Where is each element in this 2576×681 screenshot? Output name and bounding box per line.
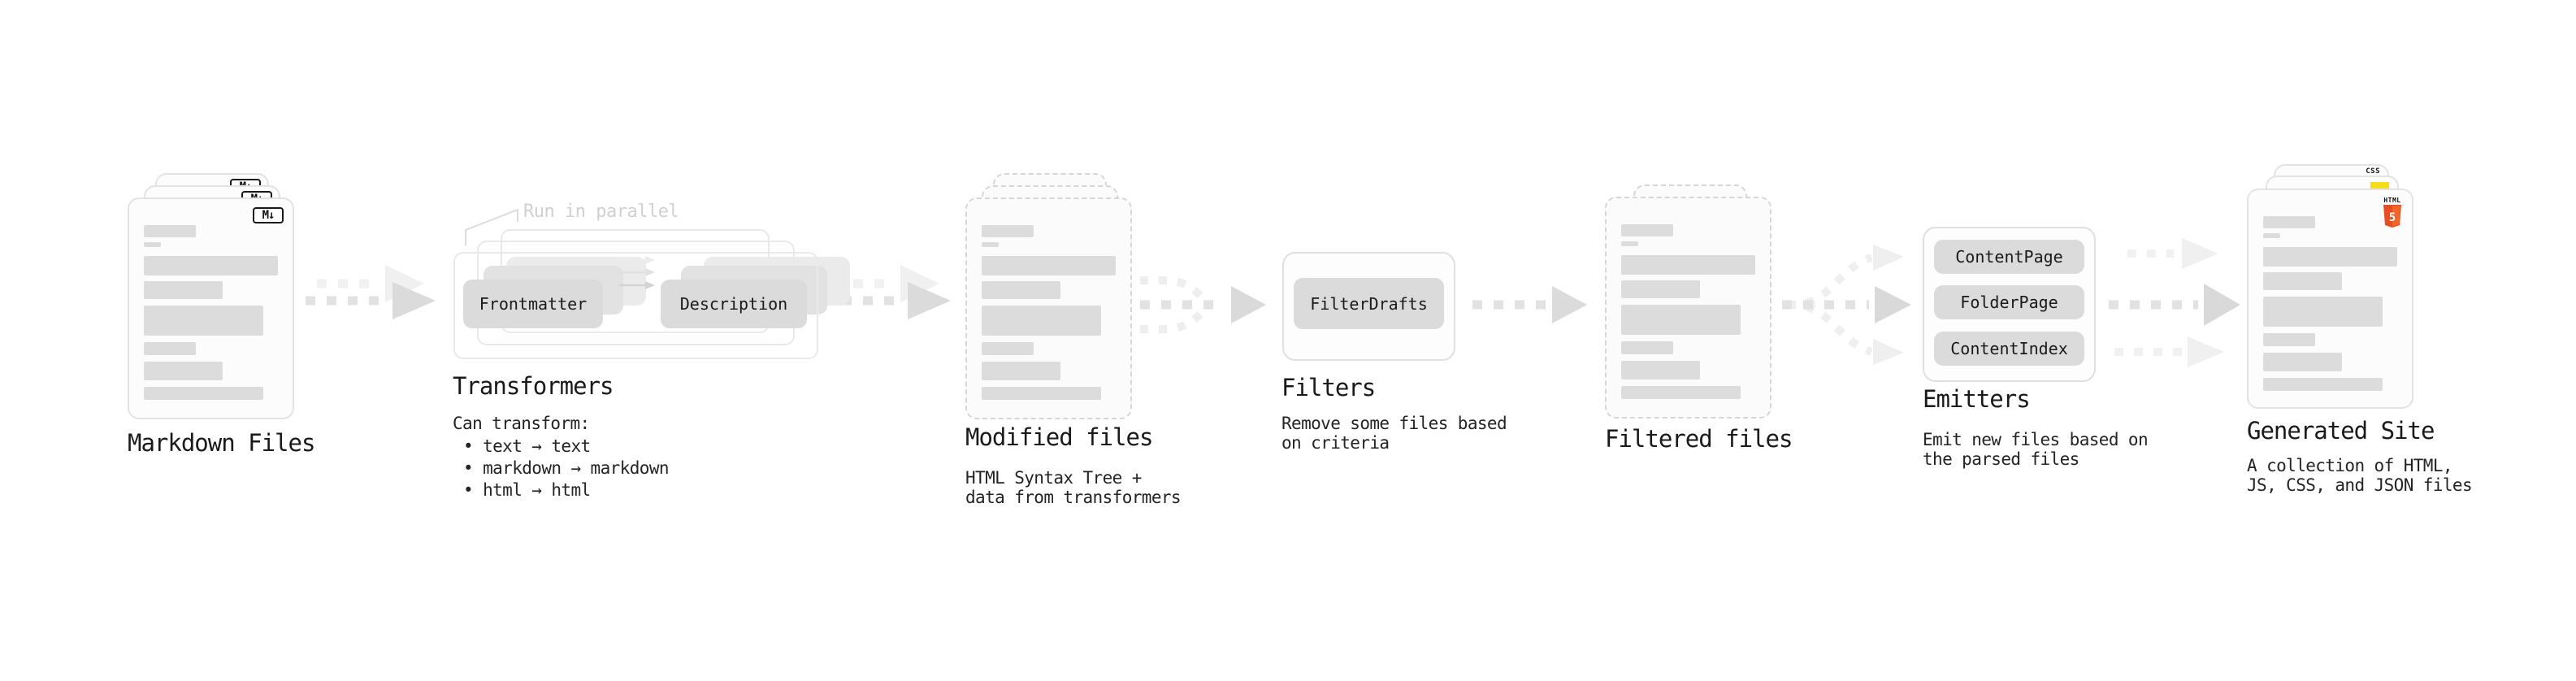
desc-line: A collection of HTML, [2247,456,2453,475]
svg-text:5: 5 [2389,211,2396,224]
run-in-parallel-note: Run in parallel [523,202,679,222]
emitters-card: ContentPage FolderPage ContentIndex [1923,227,2096,382]
markdown-files-label: Markdown Files [128,429,315,457]
content-bar [1621,224,1673,236]
desc-line: JS, CSS, and JSON files [2247,475,2473,495]
arrow-modified-to-filters [1140,276,1266,333]
content-bar [982,242,999,247]
content-bar [982,225,1034,237]
content-bar [982,387,1101,400]
content-bar [144,225,196,237]
content-bar [982,362,1060,380]
content-bar [982,306,1101,336]
html5-icon: HTML 5 [2383,197,2402,231]
contentpage-pill: ContentPage [1934,240,2084,274]
content-bar [1621,386,1741,399]
content-bar [144,281,223,299]
content-bar [2263,272,2342,290]
content-bar [982,281,1060,299]
transformer-frame-front [453,252,818,359]
content-bar [982,342,1034,355]
content-bar [1621,280,1700,298]
arrow-emitters-to-generated [2109,238,2240,367]
markdown-file-card-front: M↓ [128,197,294,419]
content-bar [144,306,263,336]
generated-site-stack: CSS HTML 5 [2247,164,2413,409]
modified-files-label: Modified files [965,423,1153,451]
arrow-transformers-to-modified [821,265,951,319]
contentindex-pill: ContentIndex [1934,332,2084,366]
transformers-stack: Frontmatter Description [453,229,850,359]
filtered-files-label: Filtered files [1605,425,1793,453]
transformers-bullet-list: • text → text • markdown → markdown • ht… [453,436,670,501]
content-bar [1621,361,1700,380]
desc-line: on criteria [1281,433,1390,453]
content-bar [2263,333,2315,346]
bullet-item: • text → text [463,436,591,456]
content-bar [2263,216,2315,228]
markdown-files-stack: M↓ M↓ M↓ [128,173,294,419]
generated-site-label: Generated Site [2247,417,2435,445]
generated-site-desc: A collection of HTML, JS, CSS, and JSON … [2247,456,2473,495]
desc-line: data from transformers [965,488,1182,507]
bullet-item: • markdown → markdown [463,458,670,478]
content-bar [2263,378,2383,391]
content-bar [2263,233,2280,238]
filters-desc: Remove some files based on criteria [1281,414,1507,453]
arrow-filtered-to-emitters [1782,245,1911,365]
desc-line: Emit new files based on [1923,430,2149,449]
filterdrafts-pill: FilterDrafts [1294,278,1444,329]
content-bar [2263,247,2397,267]
html-file-card: HTML 5 [2247,189,2413,409]
description-pill: Description [661,280,807,328]
emitters-desc: Emit new files based on the parsed files [1923,430,2149,469]
content-bar [144,342,196,355]
content-bar [1621,255,1755,275]
content-bar [144,242,161,247]
html5-wordmark: HTML [2383,197,2401,204]
content-bar [2263,353,2342,371]
note-callout-line [465,208,518,245]
transformers-label: Transformers [453,372,614,400]
content-bar [982,256,1116,275]
modified-files-stack [965,173,1132,419]
content-bar [2263,297,2383,327]
arrow-filters-to-filtered [1472,286,1587,323]
pill-flow-arrows [619,256,655,289]
folderpage-pill: FolderPage [1934,285,2084,319]
desc-line: the parsed files [1923,449,2079,469]
filtered-file-card-front [1605,197,1772,419]
markdown-icon: M↓ [253,207,284,223]
filters-label: Filters [1281,374,1376,401]
modified-file-card-front [965,197,1132,419]
arrow-markdown-to-transformers [306,265,436,319]
filters-card: FilterDrafts [1282,252,1455,361]
filtered-files-stack [1605,172,1772,419]
content-bar [1621,305,1741,335]
frontmatter-pill: Frontmatter [463,280,603,328]
content-bar [144,387,263,400]
emitters-label: Emitters [1923,385,2031,413]
content-bar [144,256,278,275]
content-bar [1621,241,1638,246]
content-bar [144,362,223,380]
transformers-desc-title: Can transform: [453,414,590,433]
desc-line: HTML Syntax Tree + [965,468,1142,488]
content-bar [1621,341,1673,354]
modified-files-desc: HTML Syntax Tree + data from transformer… [965,468,1182,507]
desc-line: Remove some files based [1281,414,1507,433]
bullet-item: • html → html [463,480,591,500]
